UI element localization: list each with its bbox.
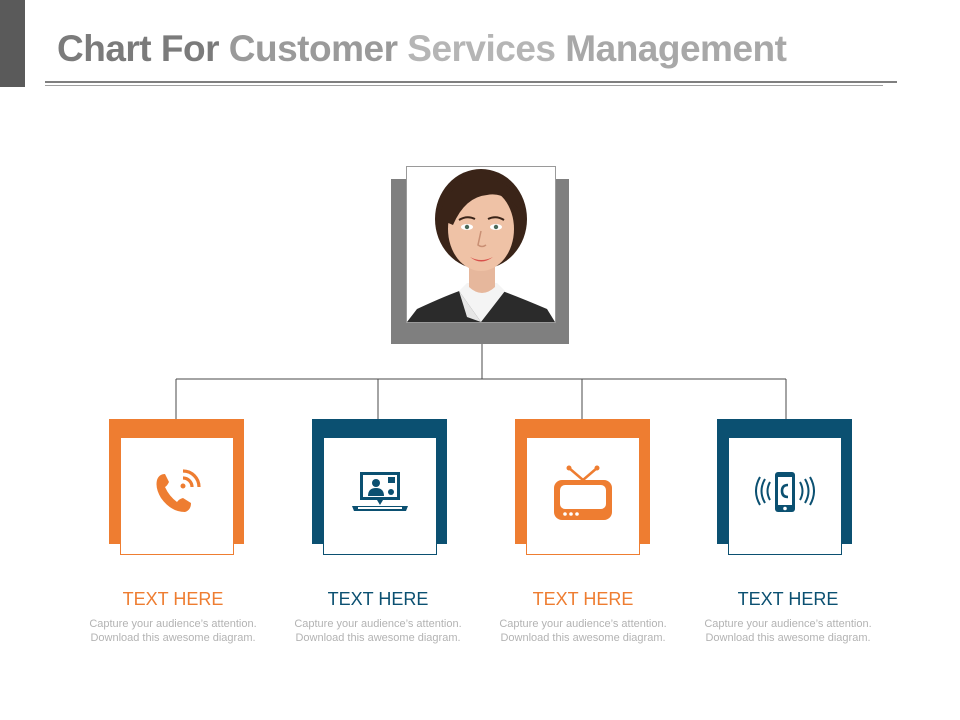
phone-ringing-icon xyxy=(149,466,205,527)
page-title: Chart For Customer Services Management xyxy=(57,28,787,70)
node-heading-3: TEXT HERE xyxy=(532,589,634,609)
node-label-2: TEXT HERE Capture your audience’s attent… xyxy=(293,589,463,645)
node-label-4: TEXT HERE Capture your audience’s attent… xyxy=(703,589,873,645)
node-card-2 xyxy=(312,419,447,555)
node-description-3: Capture your audience’s attention. Downl… xyxy=(499,618,667,644)
node-label-1: TEXT HERE Capture your audience’s attent… xyxy=(88,589,258,645)
node-card-4-face xyxy=(728,437,842,555)
mobile-vibrate-icon xyxy=(755,469,815,524)
node-card-1-face xyxy=(120,437,234,555)
node-description-1: Capture your audience’s attention. Downl… xyxy=(89,618,257,644)
node-heading-2: TEXT HERE xyxy=(327,589,429,609)
node-card-3-face xyxy=(526,437,640,555)
node-description-2: Capture your audience’s attention. Downl… xyxy=(294,618,462,644)
laptop-video-call-icon xyxy=(348,466,412,527)
title-underline-secondary xyxy=(45,85,883,86)
node-card-3 xyxy=(515,419,650,555)
tv-icon xyxy=(551,464,615,529)
node-label-3: TEXT HERE Capture your audience’s attent… xyxy=(498,589,668,645)
header-accent-bar xyxy=(0,0,25,87)
title-part-4: Management xyxy=(565,28,787,69)
title-part-3: Services xyxy=(407,28,556,69)
portrait-photo xyxy=(406,166,556,323)
node-heading-4: TEXT HERE xyxy=(737,589,839,609)
node-description-4: Capture your audience’s attention. Downl… xyxy=(704,618,872,644)
title-underline xyxy=(45,81,897,83)
title-part-2: Customer xyxy=(228,28,398,69)
node-heading-1: TEXT HERE xyxy=(122,589,224,609)
node-card-1 xyxy=(109,419,244,555)
node-card-4 xyxy=(717,419,852,555)
title-part-1: Chart For xyxy=(57,28,220,69)
node-card-2-face xyxy=(323,437,437,555)
